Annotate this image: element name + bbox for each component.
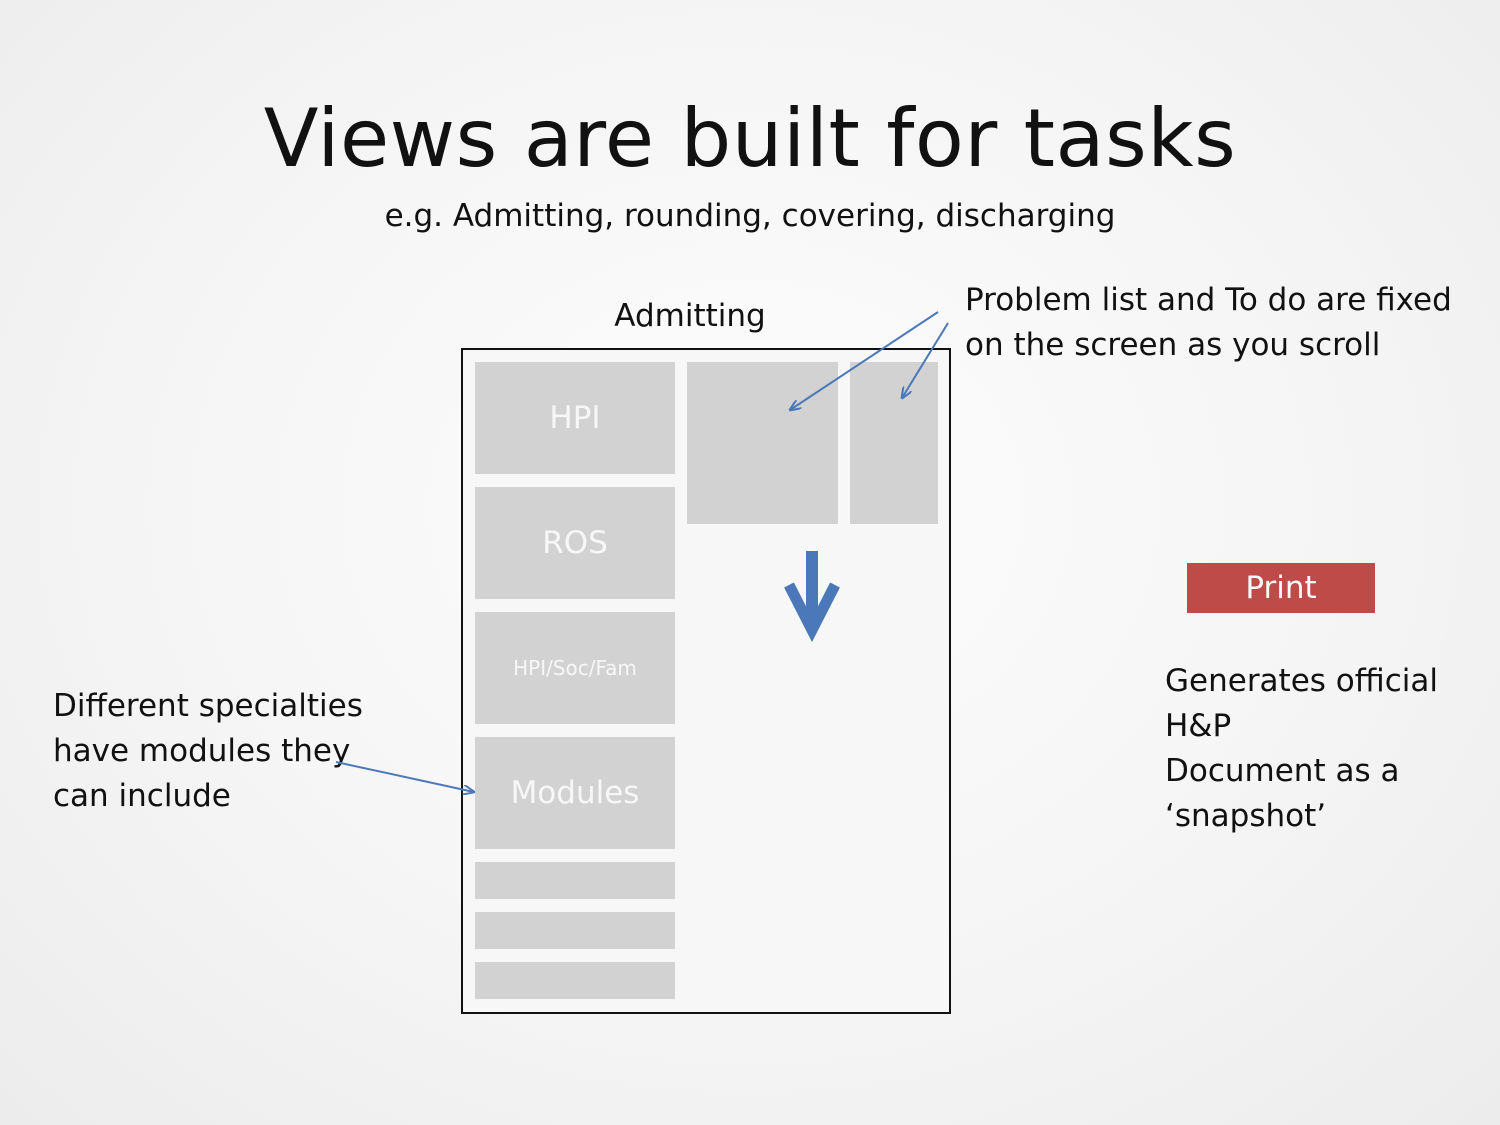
annotation-line: Document as a <box>1165 753 1400 789</box>
ros-block: ROS <box>475 487 675 599</box>
module-slot <box>475 962 675 999</box>
annotation-line: Problem list and To do are fixed <box>965 282 1452 318</box>
modules-block: Modules <box>475 737 675 849</box>
print-button[interactable]: Print <box>1187 563 1375 613</box>
hpi-block: HPI <box>475 362 675 474</box>
hpi-soc-fam-block-label: HPI/Soc/Fam <box>513 656 637 680</box>
fixed-panels-annotation: Problem list and To do are fixed on the … <box>965 278 1452 368</box>
annotation-line: H&P <box>1165 708 1232 744</box>
view-label: Admitting <box>614 298 766 334</box>
annotation-line: have modules they <box>53 733 351 769</box>
slide-title: Views are built for tasks <box>263 92 1237 185</box>
annotation-line: Generates official <box>1165 663 1438 699</box>
modules-block-label: Modules <box>510 775 640 811</box>
annotation-line: can include <box>53 778 231 814</box>
hpi-soc-fam-block: HPI/Soc/Fam <box>475 612 675 724</box>
module-slot <box>475 862 675 899</box>
problem-list-panel <box>687 362 838 524</box>
annotation-line: ‘snapshot’ <box>1165 798 1327 834</box>
print-note-annotation: Generates official H&P Document as a ‘sn… <box>1165 659 1438 839</box>
module-slot <box>475 912 675 949</box>
annotation-line: on the screen as you scroll <box>965 327 1381 363</box>
hpi-block-label: HPI <box>549 400 601 436</box>
slide-subtitle: e.g. Admitting, rounding, covering, disc… <box>384 198 1116 234</box>
ros-block-label: ROS <box>542 525 608 561</box>
specialties-annotation: Different specialties have modules they … <box>53 684 363 819</box>
annotation-line: Different specialties <box>53 688 363 724</box>
to-do-panel <box>850 362 938 524</box>
view-frame: HPI ROS HPI/Soc/Fam Modules <box>461 348 951 1014</box>
